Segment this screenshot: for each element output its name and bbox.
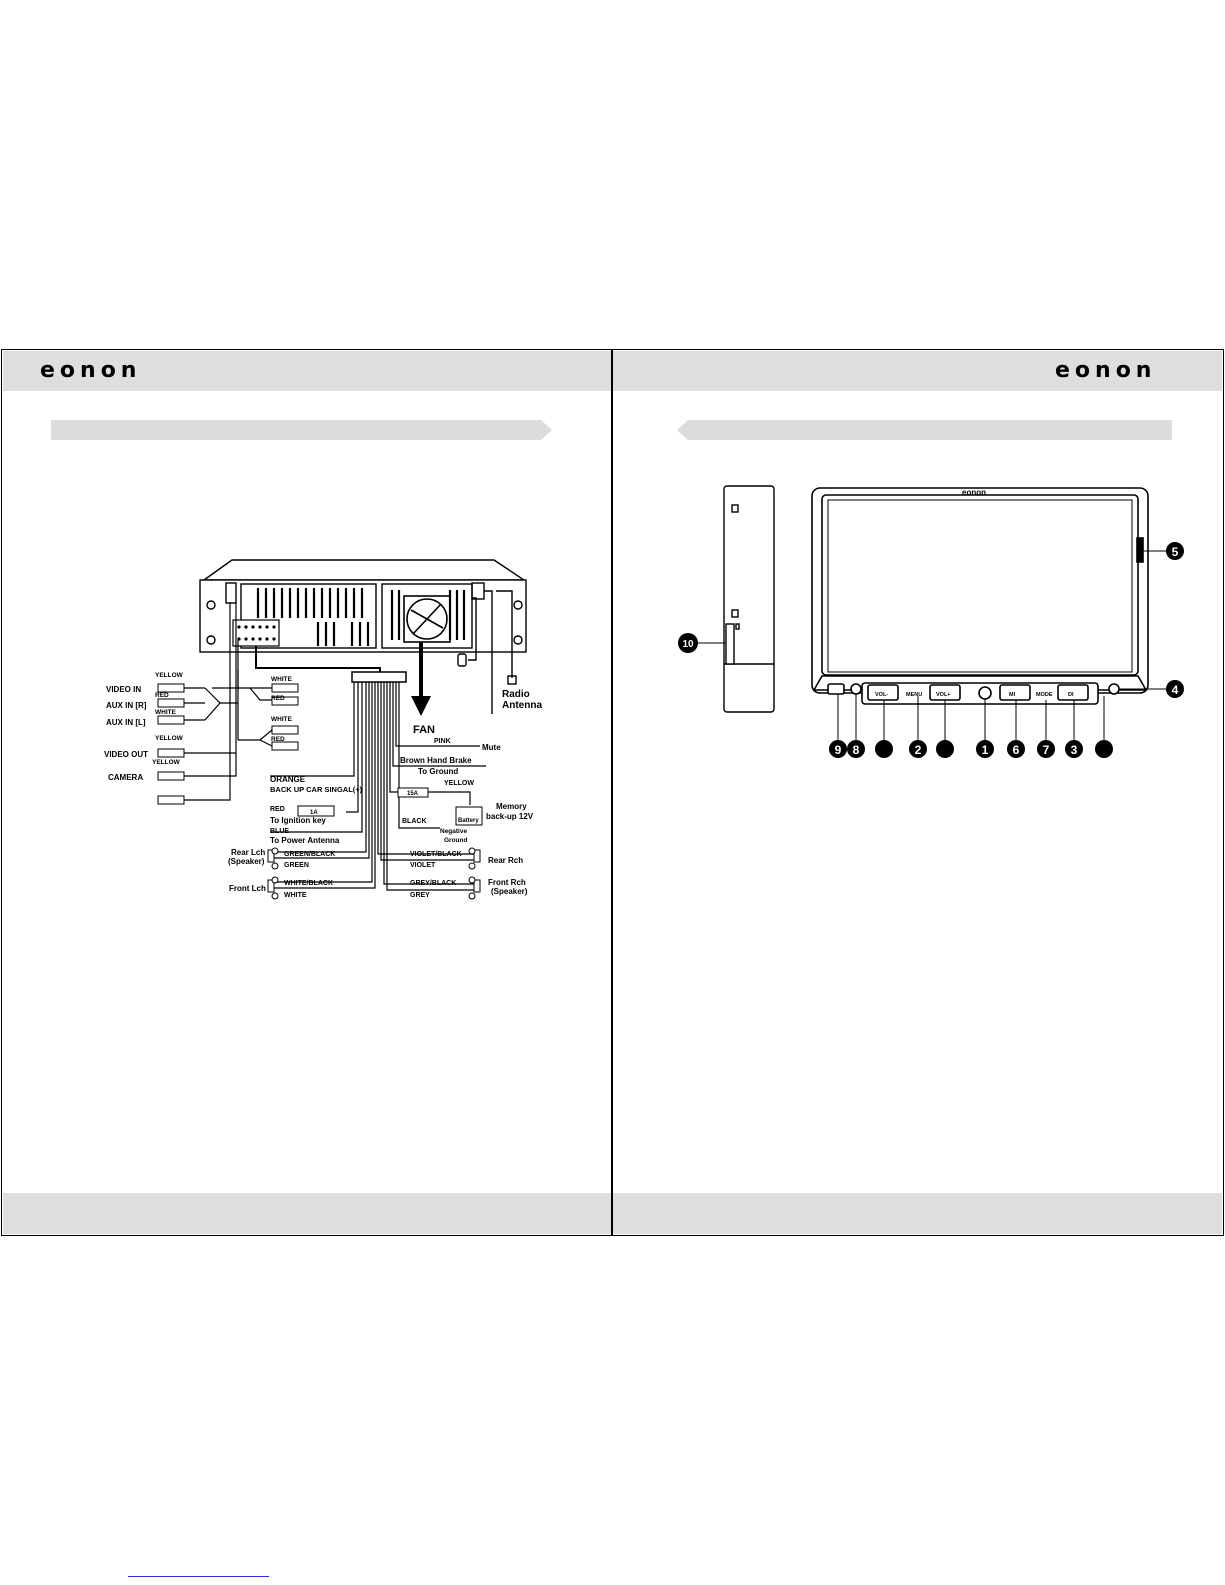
out-color-3: WHITE (271, 716, 293, 723)
callout-6: 6 (1013, 743, 1020, 757)
video-out-label: VIDEO OUT (104, 750, 148, 759)
memory-line2: back-up 12V (486, 812, 534, 821)
callout-9: 9 (835, 743, 842, 757)
video-in-label: VIDEO IN (106, 685, 141, 694)
callout-7: 7 (1043, 743, 1050, 757)
front-panel-diagram: eonon VOL- MENU VOL+ MI MODE DI 9 8 2 1 … (678, 485, 1184, 758)
out-color-2: RED (271, 695, 285, 702)
left-page-footer (3, 1193, 611, 1234)
left-page-header (3, 351, 611, 391)
memory-line1: Memory (496, 802, 527, 811)
btn-mode: MODE (1036, 692, 1053, 698)
logo-text-right: eonon (1055, 362, 1156, 380)
aux-in-l-color: WHITE (155, 709, 177, 716)
callout-3: 3 (1071, 743, 1078, 757)
wire-power-antenna: To Power Antenna (270, 836, 340, 845)
fan-label: FAN (413, 724, 435, 736)
callout-10: 10 (682, 639, 694, 650)
wire-green: GREEN (284, 862, 309, 869)
btn-vol-up: VOL+ (936, 692, 951, 698)
battery-label: Battery (458, 818, 479, 824)
callout-8: 8 (853, 743, 860, 757)
radio-antenna-line1: Radio (502, 689, 530, 700)
left-section-banner (51, 420, 552, 440)
manual-spread (1, 349, 1224, 1236)
btn-vol-down: VOL- (875, 692, 888, 698)
right-page-header (613, 351, 1222, 391)
callout-2: 2 (915, 743, 922, 757)
video-in-color: YELLOW (155, 672, 184, 679)
callout-4: 4 (1172, 683, 1179, 697)
wire-orange: ORANGE (270, 775, 306, 784)
wire-ignition: To Ignition key (270, 816, 326, 825)
negative-line1: Negative (440, 828, 467, 835)
btn-di: DI (1068, 692, 1074, 698)
wire-black: BLACK (402, 818, 427, 825)
wire-brake-ground: To Ground (418, 767, 458, 776)
rear-l-line1: Rear Lch (231, 848, 265, 857)
wire-mute: Mute (482, 743, 501, 752)
fuse-1a: 1A (310, 810, 318, 816)
right-page-footer (613, 1193, 1222, 1234)
rear-r-label: Rear Rch (488, 856, 523, 865)
aux-in-r-label: AUX IN [R] (106, 701, 147, 710)
right-section-banner (677, 420, 1172, 440)
wire-grey: GREY (410, 892, 430, 899)
aux-in-l-label: AUX IN [L] (106, 718, 146, 727)
callout-1: 1 (982, 743, 989, 757)
wire-red: RED (270, 806, 285, 813)
wire-green-black: GREEN/BLACK (284, 851, 335, 858)
wire-white: WHITE (284, 892, 307, 899)
out-color-4: RED (271, 736, 285, 743)
wire-violet: VIOLET (410, 862, 436, 869)
wire-yellow: YELLOW (444, 780, 474, 787)
callout-5: 5 (1172, 545, 1179, 559)
front-l-label: Front Lch (229, 884, 266, 893)
wiring-diagram: FAN Radio Antenna VIDEO IN AUX IN [R] AU… (104, 559, 542, 900)
btn-menu: MENU (906, 692, 922, 698)
left-brand-logo: eonon (40, 362, 141, 380)
wire-brake: Brown Hand Brake (400, 756, 472, 765)
wire-grey-black: GREY/BLACK (410, 880, 456, 887)
front-r-line1: Front Rch (488, 878, 526, 887)
logo-text-left: eonon (40, 362, 141, 380)
aux-in-r-color: RED (155, 692, 169, 699)
camera-label: CAMERA (108, 773, 143, 782)
wire-violet-black: VIOLET/BLACK (410, 851, 462, 858)
negative-line2: Ground (444, 837, 467, 844)
screen-logo: eonon (962, 488, 986, 497)
front-r-line2: (Speaker) (491, 887, 528, 896)
footer-link-underline (128, 1576, 269, 1577)
wire-blue: BLUE (270, 828, 289, 835)
wire-pink: PINK (434, 738, 451, 745)
wire-backup: BACK UP CAR SINGAL(+) (270, 785, 363, 794)
rear-l-line2: (Speaker) (228, 857, 265, 866)
radio-antenna-line2: Antenna (502, 700, 542, 711)
page-divider (611, 349, 613, 1236)
btn-mi: MI (1009, 692, 1016, 698)
video-out-color: YELLOW (155, 735, 184, 742)
wire-white-black: WHITE/BLACK (284, 880, 333, 887)
right-brand-logo: eonon (1055, 362, 1156, 380)
camera-color: YELLOW (152, 759, 181, 766)
out-color-1: WHITE (271, 676, 293, 683)
fuse-15a: 15A (407, 791, 419, 797)
